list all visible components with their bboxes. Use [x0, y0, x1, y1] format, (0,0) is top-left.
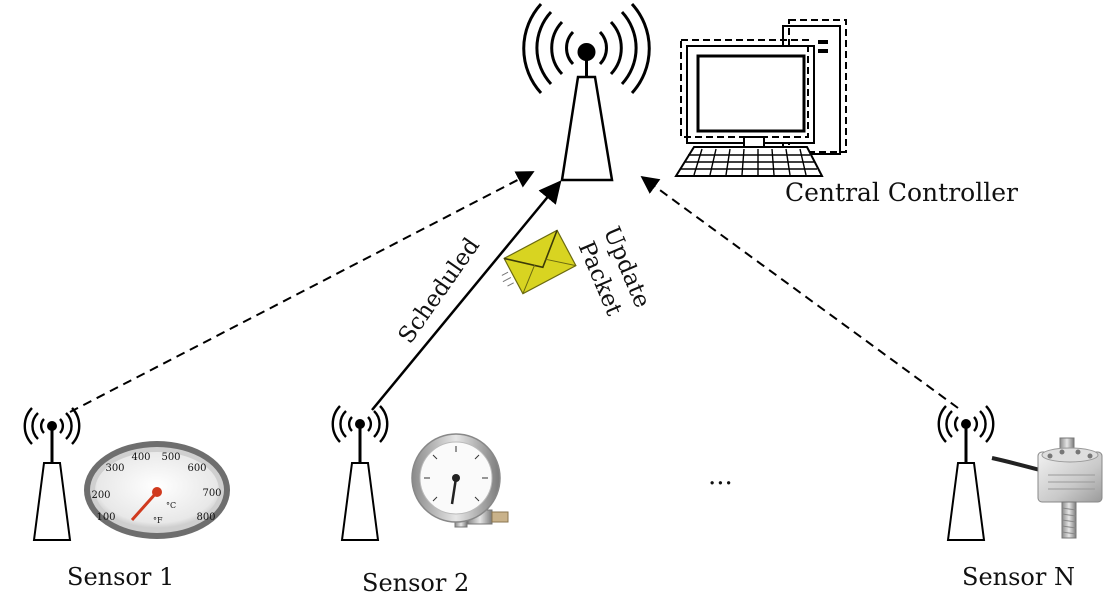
central-tower-icon	[560, 75, 614, 182]
gauge-tick-400: 400	[131, 452, 150, 463]
sensor-1: 100 200 300 400 500 600 700 800 °C °F Se…	[23, 407, 230, 591]
gauge-tick-100: 100	[96, 512, 115, 523]
gauge-unit-c: °C	[166, 501, 176, 510]
sensor-n: Sensor N	[937, 405, 1103, 591]
sensor-n-antenna-icon	[937, 405, 995, 541]
sensor-n-label: Sensor N	[962, 563, 1075, 591]
gauge-tick-500: 500	[161, 452, 180, 463]
gauge-needle	[130, 491, 159, 521]
sensor-2-antenna-icon	[331, 405, 389, 541]
sensor-1-dashed-link	[69, 171, 535, 413]
sensor-2-scheduled-link	[371, 180, 562, 411]
gauge-unit-f: °F	[153, 516, 163, 525]
sensor-1-label: Sensor 1	[67, 563, 174, 591]
update-packet-label: Update Packet	[573, 223, 656, 320]
pressure-gauge-icon	[411, 433, 509, 528]
central-signal-icon	[522, 2, 651, 95]
central-antenna-tip	[577, 43, 596, 61]
sensor-2: Sensor 2	[331, 405, 509, 597]
central-controller-label: Central Controller	[785, 178, 1018, 207]
gauge-tick-700: 700	[202, 488, 221, 499]
gauge-tick-800: 800	[196, 512, 215, 523]
gauge-tick-600: 600	[187, 463, 206, 474]
sensor-1-antenna-icon	[23, 407, 81, 541]
load-cell-sensor-icon	[991, 437, 1103, 539]
gauge-tick-200: 200	[91, 490, 110, 501]
thermometer-gauge-icon: 100 200 300 400 500 600 700 800 °C °F	[84, 441, 230, 539]
envelope-icon	[501, 229, 577, 295]
sensor-2-label: Sensor 2	[362, 569, 469, 597]
central-access-point	[522, 2, 651, 182]
more-sensors-ellipsis: ...	[708, 461, 733, 491]
gauge-tick-300: 300	[105, 463, 124, 474]
sensor-n-dashed-link	[640, 175, 959, 409]
central-controller-computer-icon	[674, 19, 847, 177]
